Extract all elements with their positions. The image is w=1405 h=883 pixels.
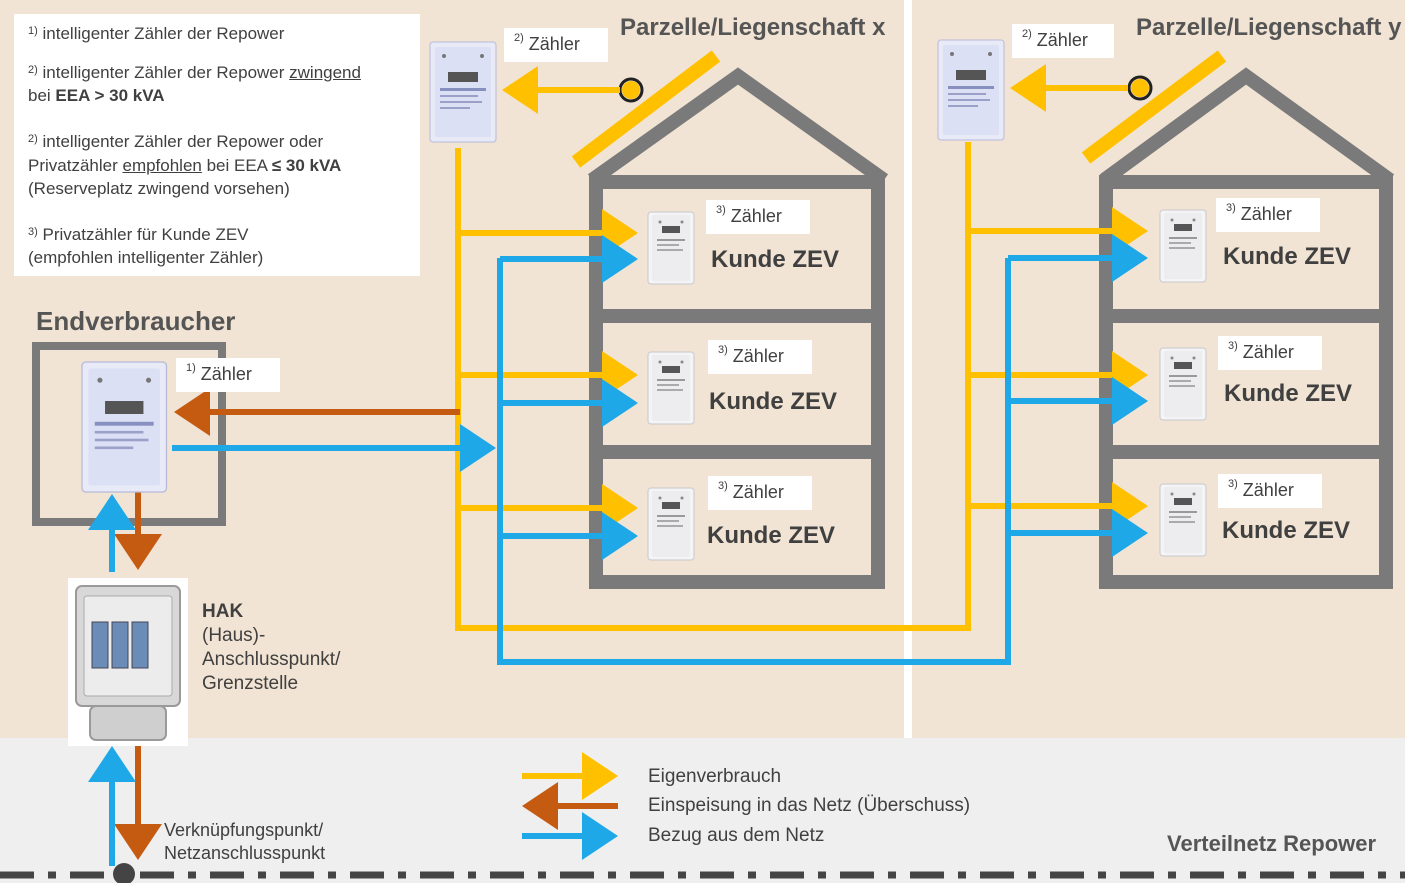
solar-inverter-y-fill [1131, 79, 1149, 97]
hak-title: HAK [202, 601, 244, 622]
note-2a: 2) intelligenter Zähler der Repower zwin… [28, 63, 361, 82]
unit-meter-x-2-icon [647, 351, 695, 425]
grid-band [0, 738, 1405, 883]
verteilnetz-title: Verteilnetz Repower [1167, 831, 1377, 856]
unit-name-y-1: Kunde ZEV [1223, 243, 1352, 270]
unit-meter-y-3-label: 3) Zähler [1218, 474, 1322, 508]
unit-name-x-3: Kunde ZEV [707, 522, 836, 549]
unit-meter-y-2-label: 3) Zähler [1218, 336, 1322, 370]
solar-inverter-y [1127, 75, 1153, 101]
unit-name-x-2: Kunde ZEV [709, 388, 838, 415]
main-meter-label: 1) Zähler [176, 358, 280, 392]
note-2b: 2) intelligenter Zähler der Repower oder [28, 132, 324, 151]
note-1: 1) intelligenter Zähler der Repower [28, 24, 285, 43]
house-x-outline [587, 67, 889, 589]
parcel-x-title: Parzelle/Liegenschaft x [620, 14, 886, 41]
hak-line3: Grenzstelle [202, 673, 299, 694]
unit-meter-x-3-icon [647, 487, 695, 561]
unit-meter-y-2-icon [1159, 347, 1207, 421]
unit-meter-y-1-label: 3) Zähler [1216, 198, 1320, 232]
house-y-outline [1099, 67, 1395, 589]
legend-label-grid-supply: Bezug aus dem Netz [648, 825, 825, 846]
hak-box-icon [68, 578, 188, 746]
note-2b-line3: (Reserveplatz zwingend vorsehen) [28, 179, 290, 198]
parcel-y-meter-icon [937, 39, 1005, 141]
unit-meter-y-3-icon [1159, 483, 1207, 557]
parcel-x-meter-label: 2) Zähler [504, 28, 608, 62]
parcel-y-meter-label: 2) Zähler [1012, 24, 1114, 58]
solar-inverter-x-fill [622, 81, 640, 99]
footnotes-box: 1) intelligenter Zähler der Repower 2) i… [14, 14, 420, 276]
unit-name-y-2: Kunde ZEV [1224, 380, 1353, 407]
unit-name-x-1: Kunde ZEV [711, 246, 840, 273]
connection-point-line1: Verknüpfungspunkt/ [164, 820, 324, 840]
unit-meter-x-1-icon [647, 211, 695, 285]
note-2b-line2: Privatzähler empfohlen bei EEA ≤ 30 kVA [28, 156, 342, 175]
hak-line1: (Haus)- [202, 625, 266, 646]
solar-panel-y [1081, 50, 1227, 164]
grid-supply-trunk [497, 258, 1011, 665]
legend-label-feed-in: Einspeisung in das Netz (Überschuss) [648, 795, 971, 816]
self-consumption-trunk [455, 142, 971, 631]
legend-label-self-consumption: Eigenverbrauch [648, 766, 782, 787]
solar-panel-x [571, 50, 721, 168]
endverbraucher-title: Endverbraucher [36, 306, 236, 336]
hak-line2: Anschlusspunkt/ [202, 649, 341, 670]
main-meter-icon [81, 361, 168, 493]
note-2a-line2: bei EEA > 30 kVA [28, 86, 165, 105]
note-3: 3) Privatzähler für Kunde ZEV [28, 225, 249, 244]
unit-meter-y-1-icon [1159, 209, 1207, 283]
note-3-line2: (empfohlen intelligenter Zähler) [28, 248, 264, 267]
connection-point-dot [113, 863, 135, 883]
parcel-x-meter-icon [429, 41, 497, 143]
unit-meter-x-1-label: 3) Zähler [706, 200, 810, 234]
parcel-y-title: Parzelle/Liegenschaft y [1136, 14, 1402, 41]
unit-name-y-3: Kunde ZEV [1222, 517, 1351, 544]
unit-meter-x-3-label: 3) Zähler [708, 476, 812, 510]
connection-point-line2: Netzanschlusspunkt [164, 843, 326, 863]
unit-meter-x-2-label: 3) Zähler [708, 340, 812, 374]
